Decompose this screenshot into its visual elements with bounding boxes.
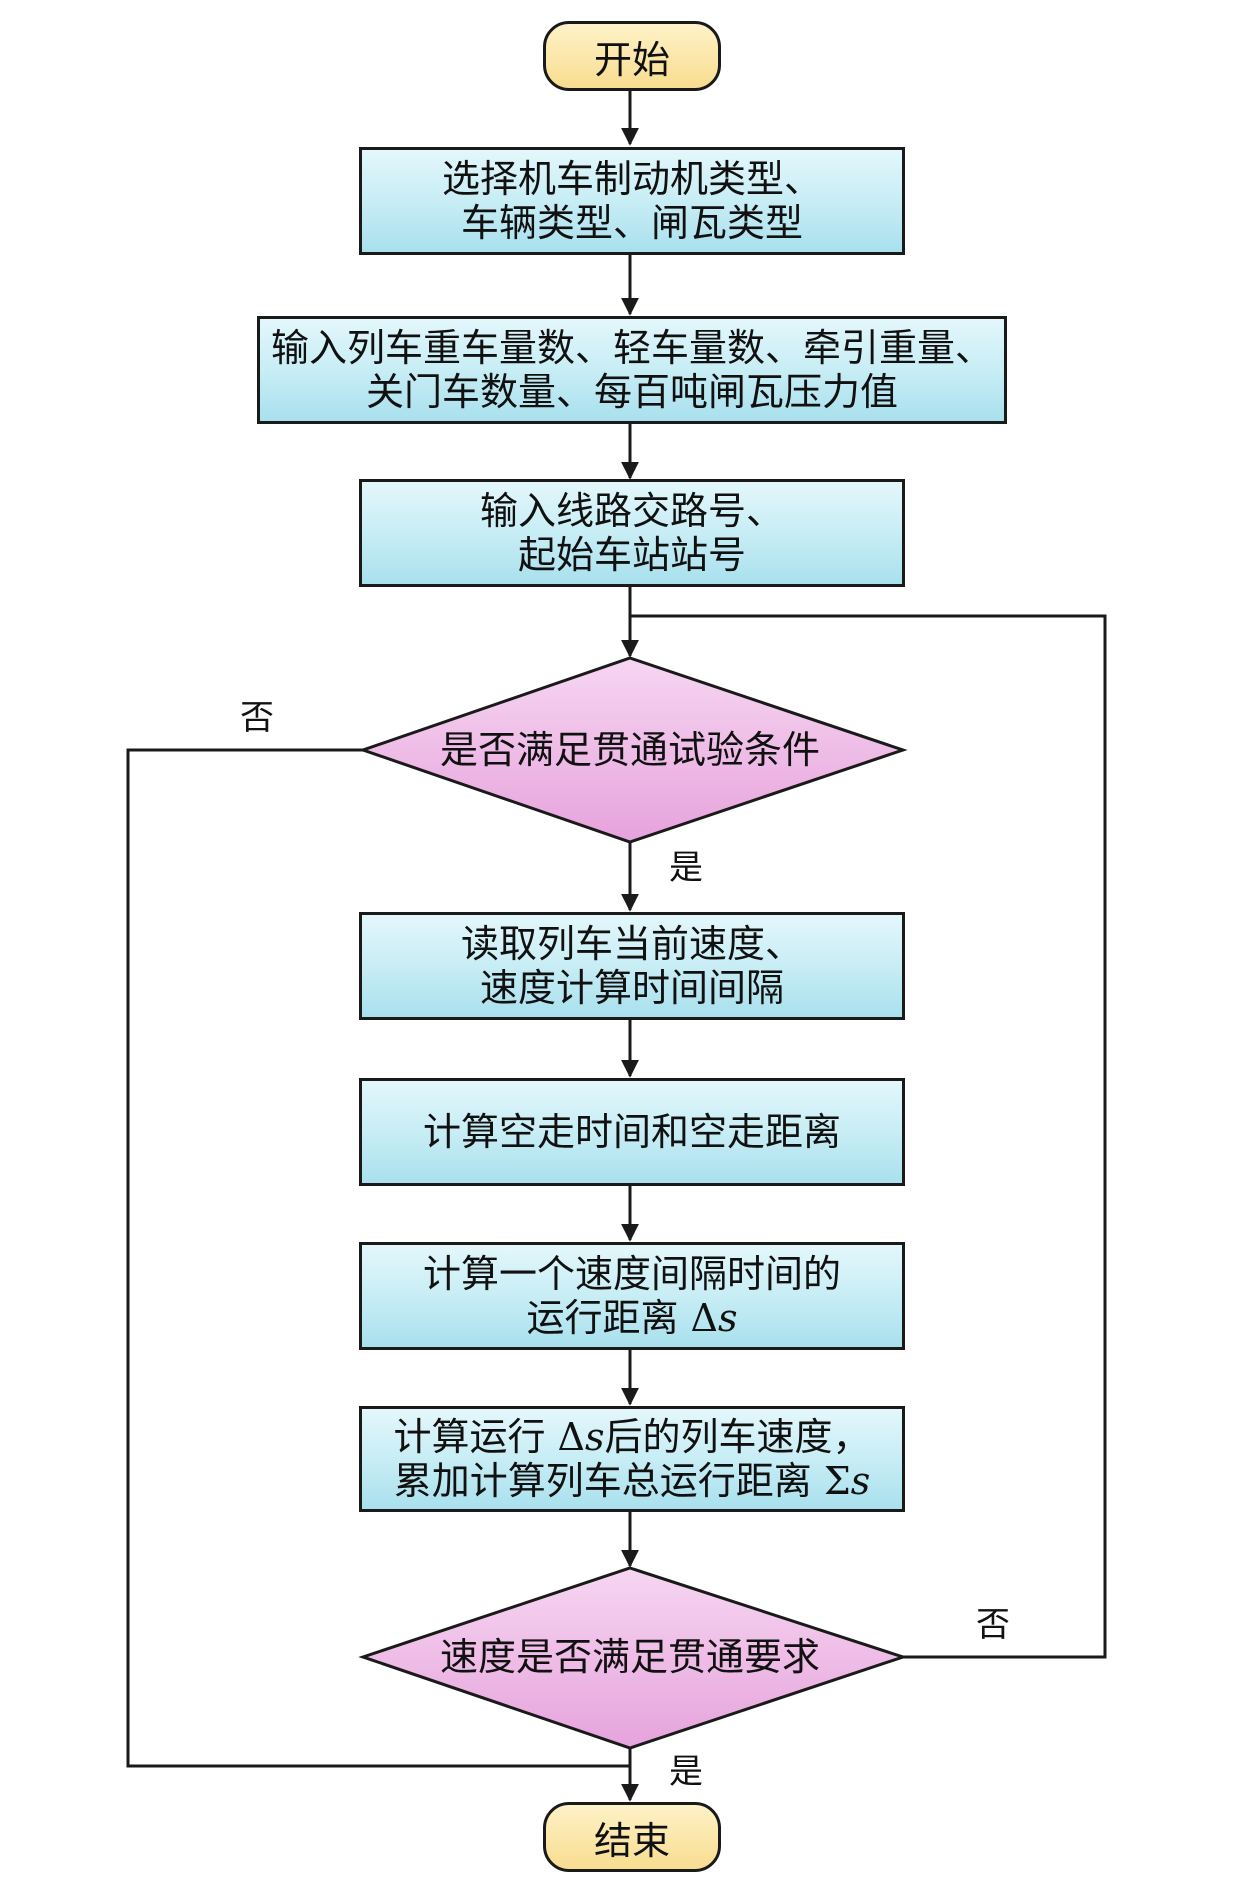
step-input-train: 输入列车重车量数、轻车量数、牵引重量、 关门车数量、每百吨闸瓦压力值 [257, 316, 1007, 424]
end-terminal: 结束 [543, 1802, 721, 1872]
label-yes-test-condition: 是 [669, 848, 703, 888]
label-yes-speed-requirement: 是 [669, 1752, 703, 1792]
bypass-no-test-condition [126, 748, 630, 1768]
step-select-types-line2: 车辆类型、闸瓦类型 [460, 201, 803, 245]
step-accumulate-line1: 计算运行 Δs后的列车速度， [393, 1415, 871, 1459]
label-no-test-condition: 否 [240, 698, 274, 738]
decision-speed-requirement-shape [358, 1566, 908, 1750]
step-read-speed-line2: 速度计算时间间隔 [479, 966, 784, 1010]
step-input-train-line1: 输入列车重车量数、轻车量数、牵引重量、 [270, 326, 993, 370]
decision-test-condition-text: 是否满足贯通试验条件 [439, 728, 820, 772]
label-no-speed-requirement: 否 [976, 1605, 1010, 1645]
step-input-route-line1: 输入线路交路号、 [479, 489, 784, 533]
step-interval-distance: 计算一个速度间隔时间的 运行距离 Δs [359, 1242, 905, 1350]
step-select-types: 选择机车制动机类型、 车辆类型、闸瓦类型 [359, 147, 905, 255]
step-read-speed: 读取列车当前速度、 速度计算时间间隔 [359, 912, 905, 1020]
end-label: 结束 [593, 1818, 670, 1863]
step-accumulate-line2: 累加计算列车总运行距离 Σs [393, 1459, 871, 1503]
decision-speed-requirement-text: 速度是否满足贯通要求 [439, 1635, 820, 1679]
step-interval-distance-line2: 运行距离 Δs [526, 1296, 738, 1340]
step-input-train-line2: 关门车数量、每百吨闸瓦压力值 [365, 370, 898, 414]
step-select-types-line1: 选择机车制动机类型、 [441, 157, 822, 201]
step-interval-distance-line1: 计算一个速度间隔时间的 [422, 1252, 841, 1296]
step-read-speed-line1: 读取列车当前速度、 [460, 922, 803, 966]
step-idle-distance-line1: 计算空走时间和空走距离 [422, 1110, 841, 1154]
decision-test-condition-shape [358, 656, 908, 844]
step-input-route-line2: 起始车站站号 [517, 533, 746, 577]
step-accumulate: 计算运行 Δs后的列车速度， 累加计算列车总运行距离 Σs [359, 1406, 905, 1512]
step-idle-distance: 计算空走时间和空走距离 [359, 1078, 905, 1186]
start-terminal: 开始 [543, 21, 721, 91]
loop-no-speed-requirement [630, 614, 1107, 1659]
step-input-route: 输入线路交路号、 起始车站站号 [359, 479, 905, 587]
start-label: 开始 [593, 37, 670, 82]
